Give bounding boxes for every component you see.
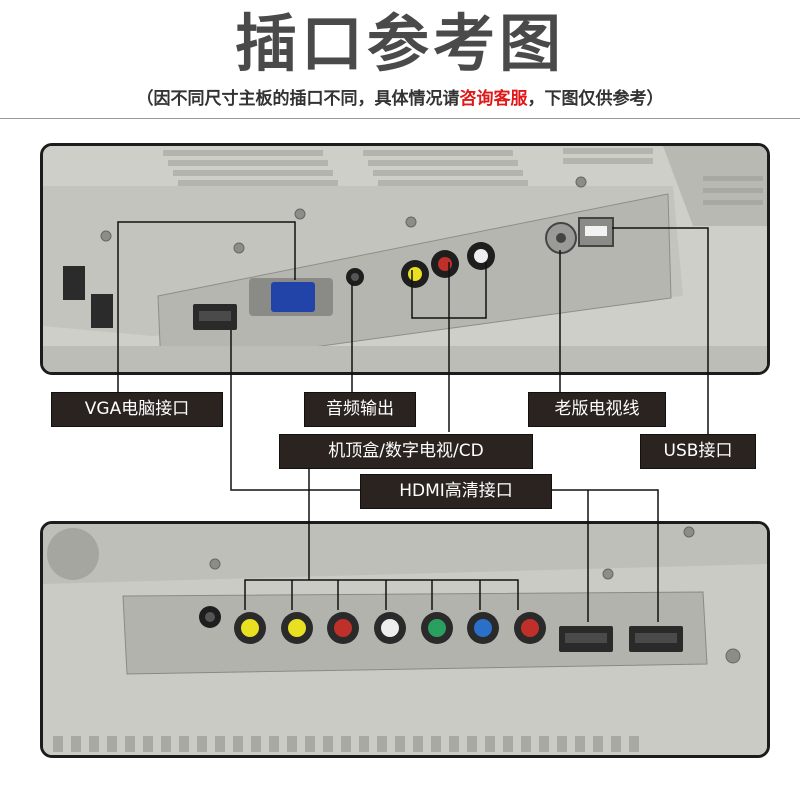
top-board-illustration [43, 146, 767, 372]
page-title: 插口参考图 [234, 7, 565, 80]
label-settop: 机顶盒/数字电视/CD [279, 434, 533, 469]
subtitle-highlight: 咨询客服 [459, 89, 528, 109]
subtitle-suffix: ，下图仅供参考） [527, 89, 664, 109]
label-usb: USB接口 [640, 434, 756, 469]
label-audio-out: 音频输出 [304, 392, 416, 427]
bottom-panel-photo [40, 521, 770, 758]
label-old-tv: 老版电视线 [528, 392, 666, 427]
subtitle-prefix: （因不同尺寸主板的插口不同，具体情况请 [136, 89, 460, 109]
top-panel-photo [40, 143, 770, 375]
bottom-board-illustration [43, 524, 767, 755]
header-divider [0, 118, 800, 119]
page-subtitle: （因不同尺寸主板的插口不同，具体情况请咨询客服，下图仅供参考） [0, 86, 800, 112]
label-vga: VGA电脑接口 [51, 392, 223, 427]
label-hdmi: HDMI高清接口 [360, 474, 552, 509]
